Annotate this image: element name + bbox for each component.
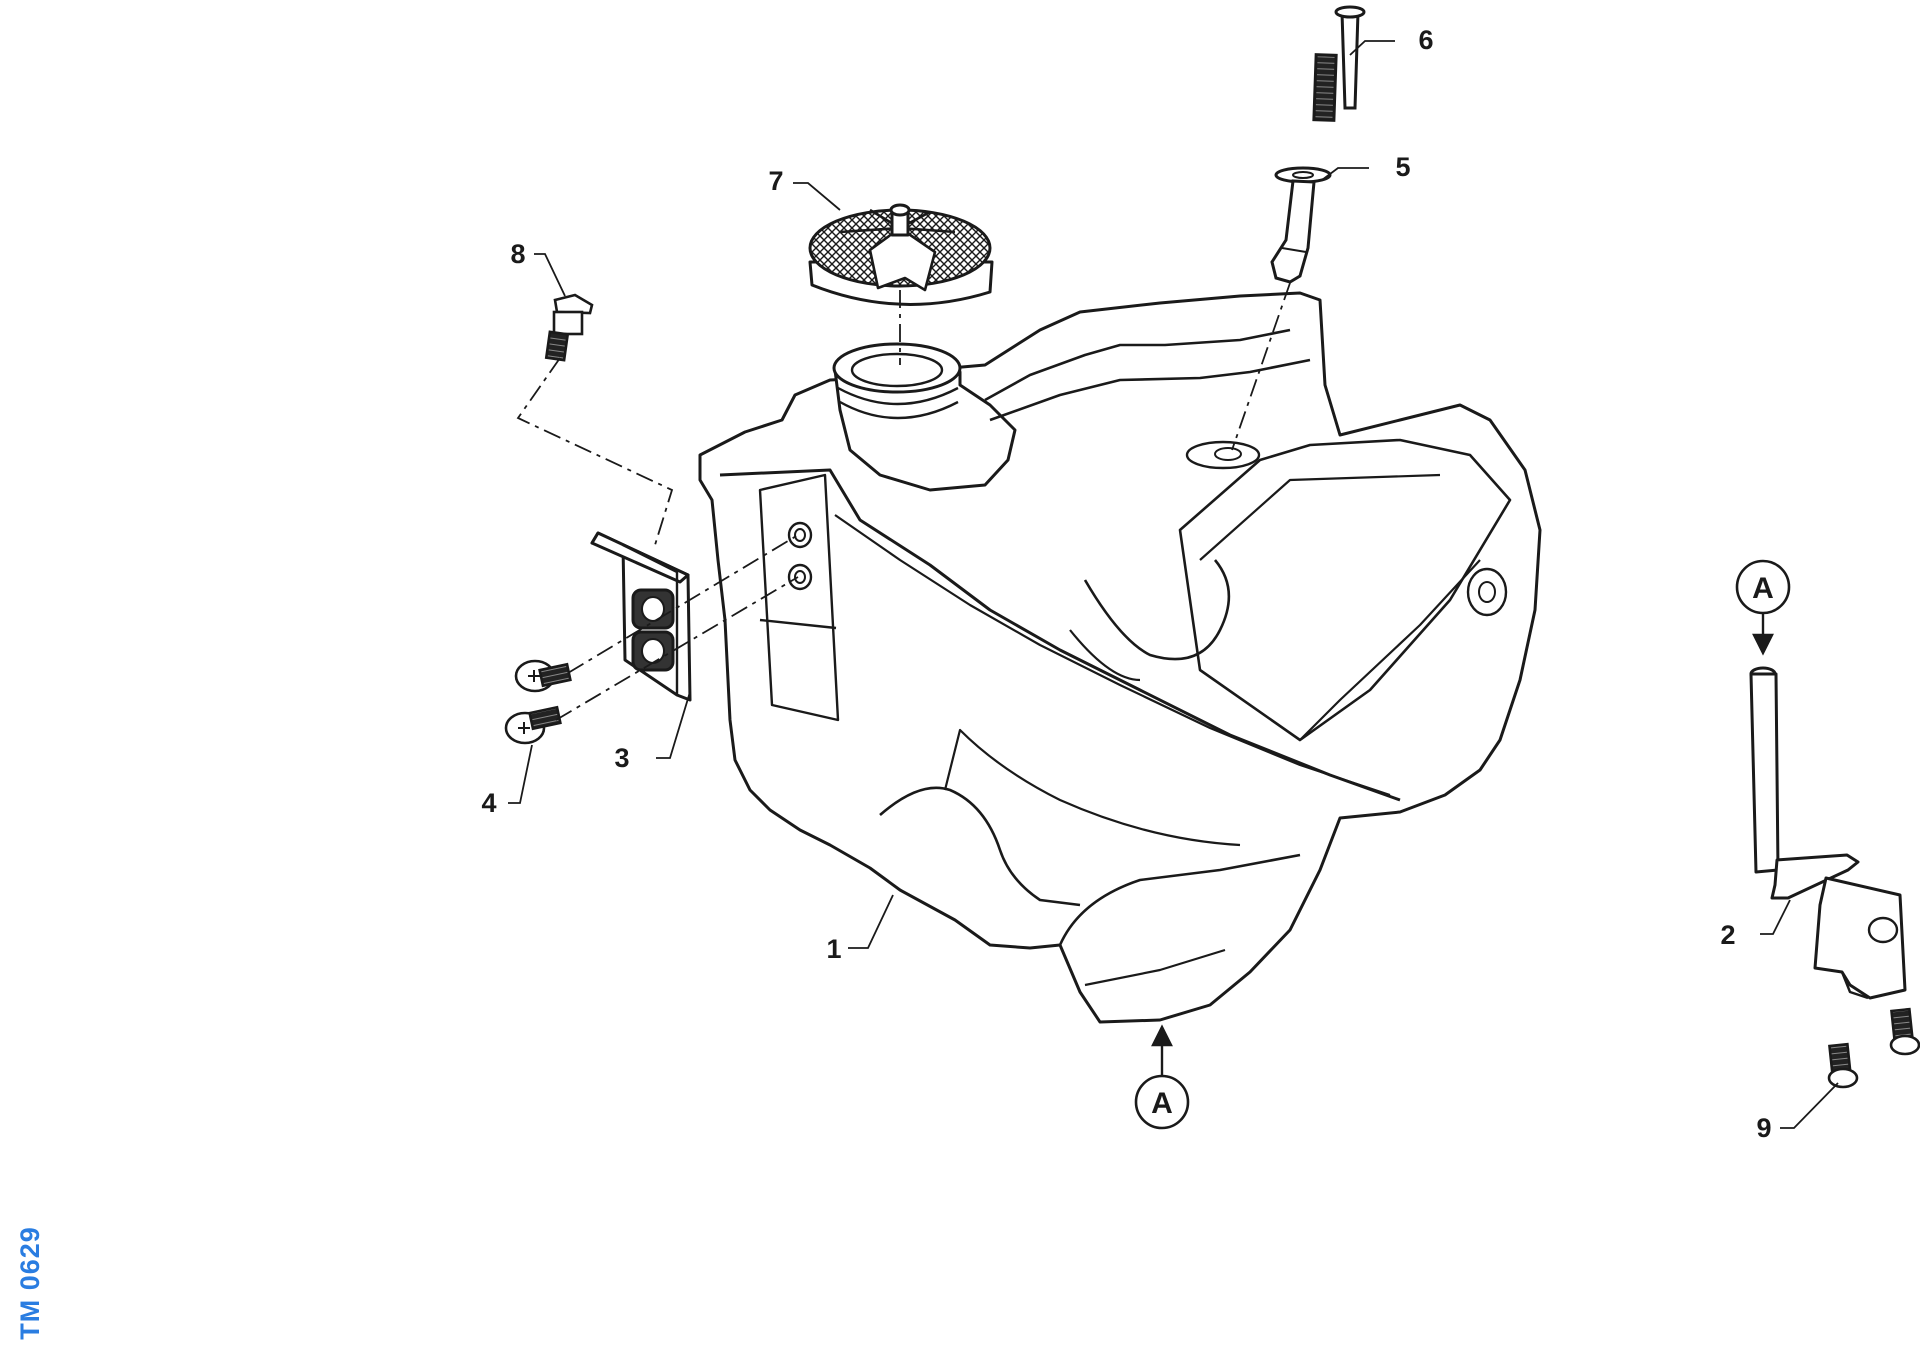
callout-9: 9 — [1756, 1113, 1771, 1143]
tank-top-seam — [719, 468, 1401, 802]
fuel-tap — [1749, 666, 1907, 1000]
vent-nipple — [1270, 166, 1332, 284]
view-a-circle-bottom — [1134, 1074, 1190, 1130]
callout-8: 8 — [510, 239, 525, 269]
tank-outline — [698, 291, 1542, 1024]
filler-neck — [833, 368, 1017, 492]
callout-3: 3 — [614, 743, 629, 773]
callout-7: 7 — [768, 166, 783, 196]
assembly-lines — [516, 282, 1291, 721]
fuel-cap — [808, 203, 994, 306]
tank-bracket — [590, 531, 692, 702]
view-a-label-detail: A — [1752, 572, 1774, 605]
callout-4: 4 — [481, 788, 496, 818]
callout-5: 5 — [1395, 152, 1410, 182]
tap-screw-left — [1827, 1042, 1859, 1089]
view-a-circle-detail — [1735, 559, 1791, 615]
tap-screw-right — [1889, 1007, 1920, 1056]
drawing-code: TM 0629 — [15, 1226, 45, 1340]
fuel-tank — [698, 291, 1542, 1024]
leader-lines — [508, 40, 1839, 1129]
callout-2: 2 — [1720, 920, 1735, 950]
callout-1: 1 — [826, 934, 841, 964]
view-arrows — [1151, 608, 1774, 1075]
bracket-screw-bottom — [504, 705, 562, 745]
bracket-screw-top — [514, 659, 572, 693]
upper-flange-bolt — [544, 293, 594, 362]
view-a-label-bottom: A — [1151, 1087, 1173, 1120]
callout-6: 6 — [1418, 25, 1433, 55]
breather-bolt — [1312, 5, 1366, 122]
